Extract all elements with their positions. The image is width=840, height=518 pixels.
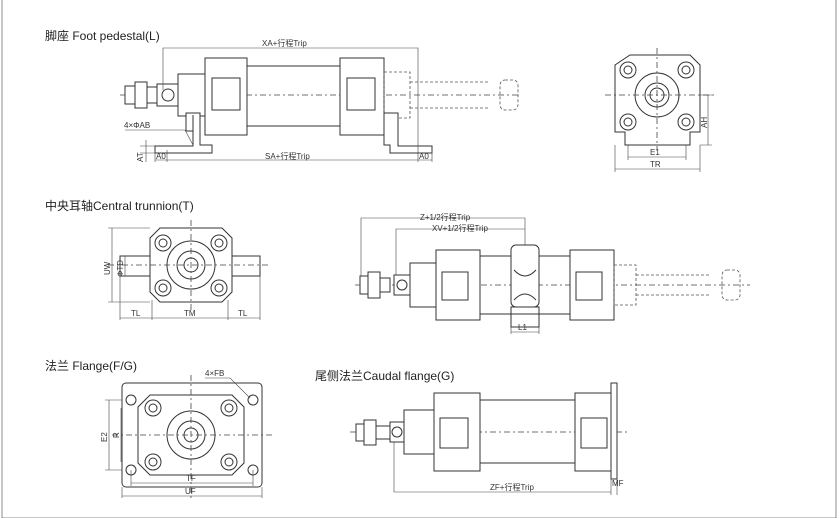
a0-left-dimension: A0	[156, 152, 166, 161]
at-dimension: AT	[136, 152, 145, 162]
r-dimension: R	[112, 432, 121, 438]
trunnion-section: 中央耳轴Central trunnion(T) UW ΦTD TL TM TL	[45, 198, 750, 334]
z-dimension: Z+1/2行程Trip	[420, 212, 471, 222]
td-dimension: ΦTD	[116, 260, 125, 277]
ab-hole-label: 4×ΦAB	[124, 121, 150, 130]
e1-dimension: E1	[650, 148, 660, 157]
foot-side-view: XA+行程Trip SA+行程Trip A0 A0 4×ΦAB AT	[120, 38, 520, 162]
xa-dimension: XA+行程Trip	[262, 38, 307, 48]
tr-dimension: TR	[650, 160, 661, 169]
flange-end-view: 4×FB E2 R TF UF	[100, 369, 272, 500]
trunnion-side-view: Z+1/2行程Trip XV+1/2行程Trip L1	[355, 212, 750, 334]
flange-section: 法兰 Flange(F/G) 4×FB E2 R TF UF	[45, 359, 272, 500]
tl-left-dimension: TL	[131, 309, 141, 318]
tf-dimension: TF	[186, 474, 196, 483]
uf-dimension: UF	[185, 487, 196, 496]
l1-dimension: L1	[518, 323, 527, 332]
ah-dimension: AH	[700, 117, 709, 128]
e2-dimension: E2	[100, 432, 109, 442]
sa-dimension: SA+行程Trip	[265, 151, 310, 161]
trunnion-title: 中央耳轴Central trunnion(T)	[45, 198, 194, 213]
trunnion-end-view: UW ΦTD TL TM TL	[103, 220, 270, 320]
fb-hole-label: 4×FB	[205, 369, 224, 378]
caudal-flange-section: 尾侧法兰Caudal flange(G) ZF+行程Trip MF	[315, 369, 630, 495]
tm-dimension: TM	[184, 309, 196, 318]
foot-pedestal-section: 脚座 Foot pedestal(L) X	[45, 28, 715, 172]
tl-right-dimension: TL	[238, 309, 248, 318]
zf-dimension: ZF+行程Trip	[490, 482, 534, 492]
xv-dimension: XV+1/2行程Trip	[432, 223, 488, 233]
caudal-side-view: ZF+行程Trip MF	[350, 382, 630, 495]
mf-dimension: MF	[612, 479, 624, 488]
foot-end-view: AH E1 TR	[605, 48, 715, 172]
uw-dimension: UW	[103, 261, 112, 275]
flange-title: 法兰 Flange(F/G)	[45, 359, 137, 373]
caudal-flange-title: 尾侧法兰Caudal flange(G)	[315, 369, 454, 383]
foot-pedestal-title: 脚座 Foot pedestal(L)	[45, 28, 160, 43]
a0-right-dimension: A0	[419, 152, 429, 161]
